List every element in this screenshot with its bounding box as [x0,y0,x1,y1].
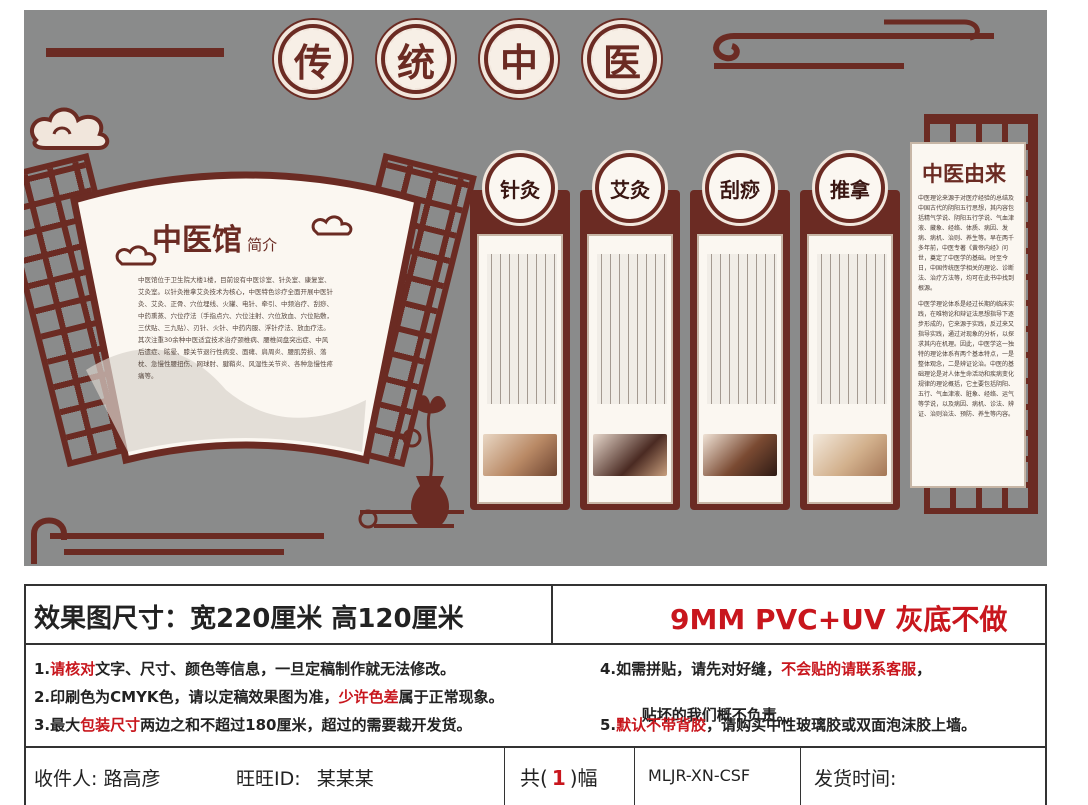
fan-title: 中医馆 简介 [152,215,392,258]
size-label: 效果图尺寸： [34,604,191,634]
decor-bar [46,48,224,57]
guasha-photo [703,434,777,476]
note-1: 1.请核对文字、尺寸、颜色等信息，一旦定稿制作就无法修改。 [34,660,456,678]
title-disc-2: 统 [377,20,455,98]
title-disc-1: 传 [274,20,352,98]
recipient: 收件人: 路高彦 [34,764,160,791]
pillars-group: 针灸 艾灸 刮痧 推拿 [470,150,1030,520]
fan-title-main: 中医馆 [152,223,242,258]
pillar-moxibustion-top: 艾灸 [592,150,668,226]
size-info: 效果图尺寸：宽220厘米 高120厘米 [34,598,464,635]
wangwang-value: 某某某 [316,768,374,790]
order-sheet: 效果图尺寸：宽220厘米 高120厘米 9MM PVC+UV 灰底不做 1.请核… [24,584,1047,805]
wangwang-id: 旺旺ID: 某某某 [236,764,374,791]
fan-body-text: 中医馆位于卫生院大楼1楼，目前设有中医诊室、针灸室、康复室、艾灸室。以针灸推拿艾… [138,276,333,380]
product-code: MLJR-XN-CSF [648,766,751,785]
origin-para-2: 中医学理论体系是经过长期的临床实践，在唯物论和辩证法思想指导下逐步形成的，它来源… [918,301,1015,418]
ship-time-label: 发货时间: [814,768,897,790]
recipient-value: 路高彦 [103,768,161,790]
cloud-small-icon-2 [311,215,353,236]
fan-title-sub: 简介 [247,236,278,254]
cloud-icon [30,107,110,150]
bottom-scroll-decor [31,517,324,564]
note-3: 3.最大包装尺寸两边之和不超过180厘米，超过的需要裁开发货。 [34,716,472,734]
origin-para-1: 中医理论来源于对医疗经验的总结及中国古代的阴阳五行思想，其内容包括精气学说、阴阳… [918,195,1015,292]
pillar-acupuncture-top: 针灸 [482,150,558,226]
title-disc-4: 医 [583,20,661,98]
recipient-label: 收件人: [34,768,98,790]
pillar-guasha-panel [697,234,783,504]
pillar-tuina-panel [807,234,893,504]
note-4-cont: 贴坏的我们概不负责。 [620,706,792,724]
note-2: 2.印刷色为CMYK色，请以定稿效果图为准，少许色差属于正常现象。 [34,688,504,706]
origin-panel: 中医由来 中医理论来源于对医疗经验的总结及中国古代的阴阳五行思想，其内容包括精气… [910,142,1026,488]
panel-count: 共(1)幅 [520,766,598,790]
pillar-acupuncture-panel [477,234,563,504]
material-spec: 9MM PVC+UV 灰底不做 [670,603,1008,636]
panel-count-value: 1 [551,766,566,790]
note-4: 4.如需拼贴，请先对好缝，不会贴的请联系客服， [600,660,932,678]
cloud-small-icon [115,245,157,266]
wall-mockup: 传 统 中 医 中医馆 简介 中医馆位于卫生院大楼1楼，目前设有中医诊室、针灸室… [24,10,1047,566]
note-5: 5.默认不带背胶，请购买中性玻璃胶或双面泡沫胶上墙。 [600,716,977,734]
acupuncture-photo [483,434,557,476]
title-disc-3: 中 [480,20,558,98]
scroll-decor [358,509,464,529]
size-value: 宽220厘米 高120厘米 [190,604,464,634]
cloud-scroll-decor [713,19,994,69]
pillar-tuina-top: 推拿 [812,150,888,226]
pillar-moxibustion-panel [587,234,673,504]
moxibustion-photo [593,434,667,476]
fan-panel-shape [69,171,423,465]
tuina-photo [813,434,887,476]
pillar-guasha-top: 刮痧 [702,150,778,226]
origin-title: 中医由来 [922,161,1006,186]
wangwang-label: 旺旺ID: [236,768,301,790]
